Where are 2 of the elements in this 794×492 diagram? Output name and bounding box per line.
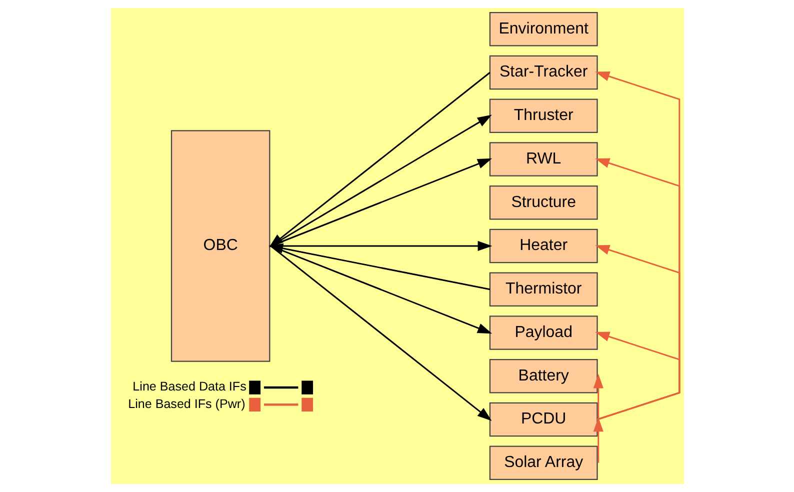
- legend-label: Line Based Data IFs: [132, 380, 246, 394]
- legend-label: Line Based IFs (Pwr): [128, 396, 245, 411]
